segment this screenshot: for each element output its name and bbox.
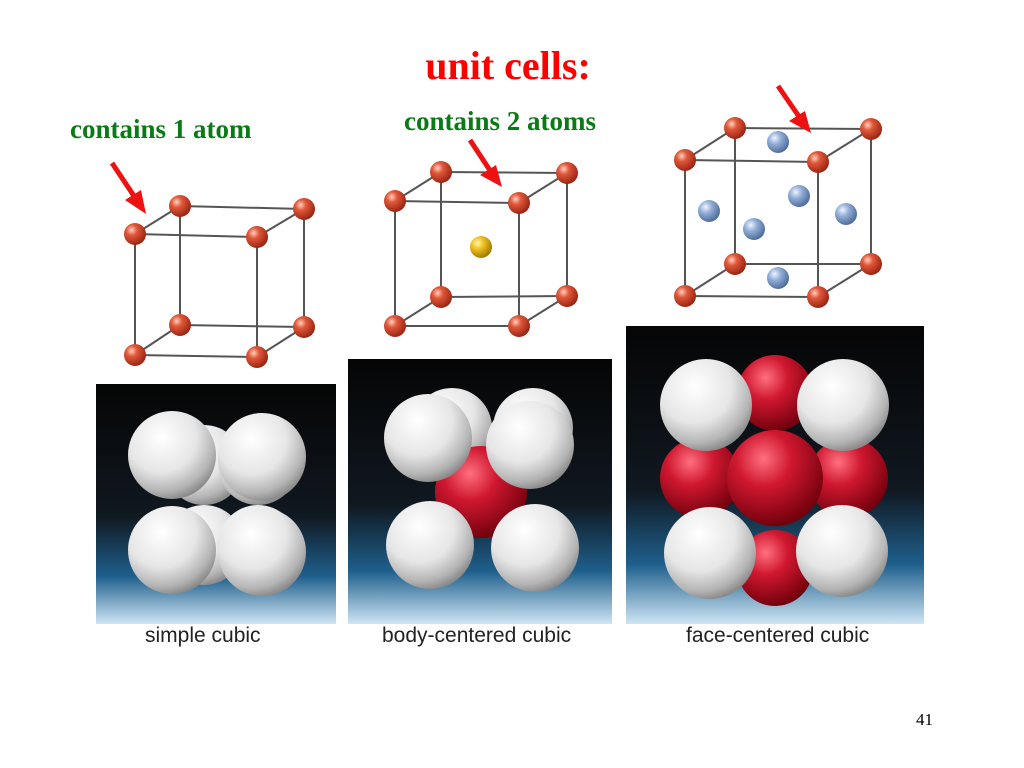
slide-title-text: unit cells: xyxy=(425,43,591,88)
simple-cubic-count-label: contains 1 atom xyxy=(70,114,252,144)
arrow-bcc xyxy=(467,138,502,187)
simple-cubic-photo xyxy=(96,384,336,624)
bcc-count-label: contains 2 atoms xyxy=(404,106,597,136)
page-number: 41 xyxy=(916,710,933,729)
fcc-atoms xyxy=(674,117,882,308)
bcc-photo xyxy=(348,359,612,624)
fcc-photo xyxy=(626,326,924,624)
simple-cubic-caption: simple cubic xyxy=(145,624,261,647)
simple-cubic-corner-atoms xyxy=(124,195,315,368)
slide-title: unit cells: xyxy=(0,42,1024,89)
fcc-caption: face-centered cubic xyxy=(686,624,870,647)
bcc-body-center-atom xyxy=(470,236,492,258)
arrow-fcc xyxy=(775,84,811,133)
bcc-caption: body-centered cubic xyxy=(382,624,572,647)
simple-cubic-cell xyxy=(134,205,305,358)
arrow-simple-cubic xyxy=(109,161,146,214)
bcc-atoms xyxy=(384,161,578,337)
